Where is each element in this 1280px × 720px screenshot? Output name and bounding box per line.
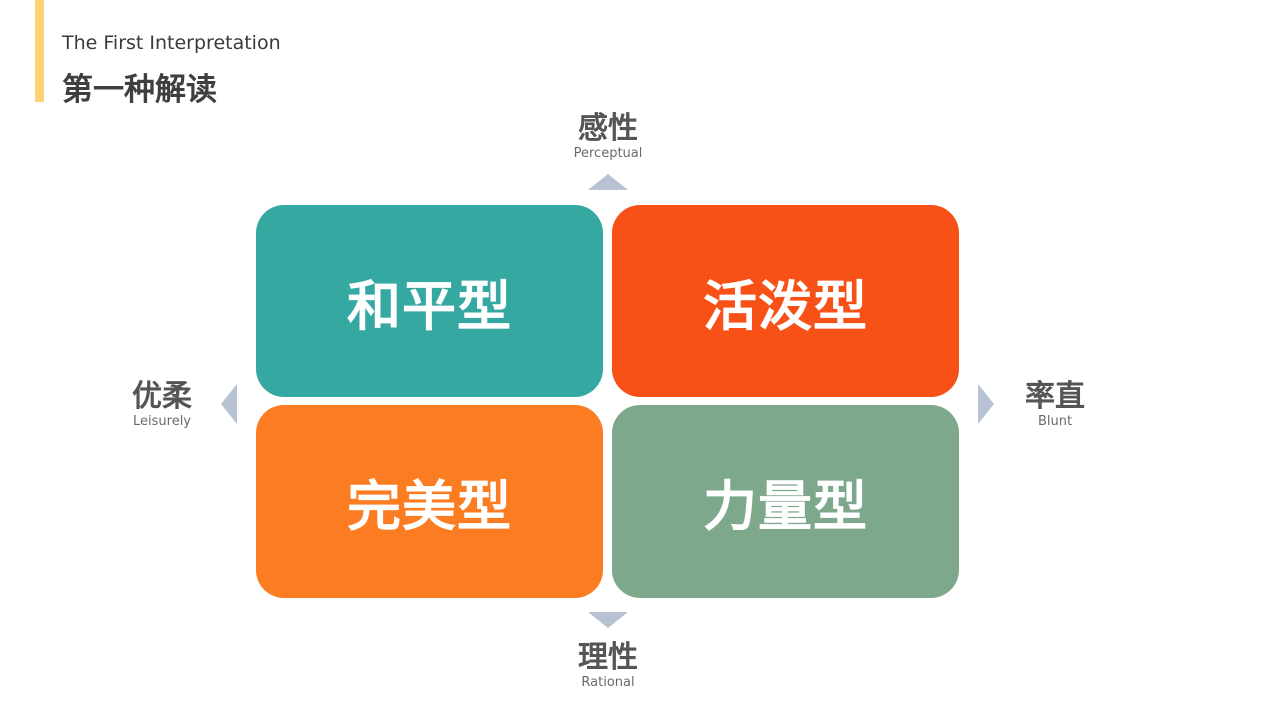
axis-right-en: Blunt (1037, 414, 1073, 429)
quadrant-peaceful: 和平型 (256, 205, 603, 397)
axis-top-label: 感性 Perceptual (548, 112, 668, 162)
quadrant-lively: 活泼型 (612, 205, 959, 397)
axis-right-zh: 率直 (1025, 379, 1085, 414)
quadrant-powerful: 力量型 (612, 405, 959, 598)
quadrant-perfect: 完美型 (256, 405, 603, 598)
header-accent-bar (35, 0, 44, 102)
arrow-left-icon (221, 384, 237, 424)
axis-bottom-zh: 理性 (578, 640, 638, 675)
axis-top-zh: 感性 (578, 111, 638, 146)
arrow-down-icon (588, 612, 628, 628)
axis-bottom-label: 理性 Rational (548, 641, 668, 691)
arrow-right-icon (978, 384, 994, 424)
page-subtitle: The First Interpretation (62, 32, 281, 54)
axis-left-label: 优柔 Leisurely (102, 380, 222, 430)
axis-bottom-en: Rational (581, 675, 635, 690)
arrow-up-icon (588, 174, 628, 190)
axis-left-zh: 优柔 (132, 379, 192, 414)
axis-right-label: 率直 Blunt (995, 380, 1115, 430)
page-title: 第一种解读 (62, 72, 217, 108)
axis-left-en: Leisurely (133, 414, 191, 429)
axis-top-en: Perceptual (573, 146, 643, 161)
